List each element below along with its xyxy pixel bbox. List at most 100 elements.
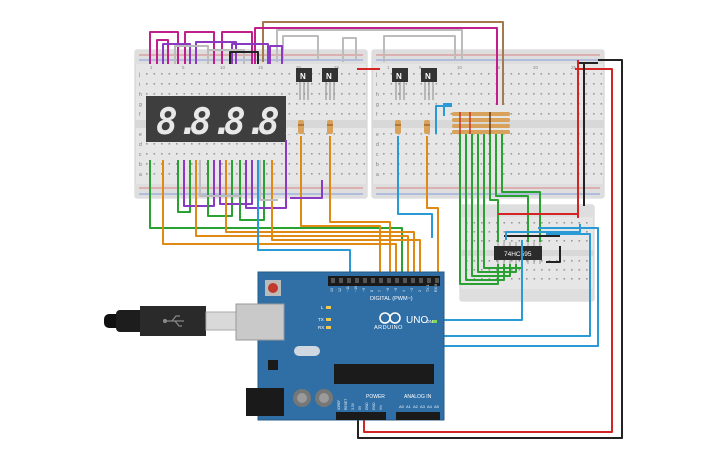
pin-label: ~10: [354, 286, 358, 292]
breadboard-hole: [570, 173, 573, 175]
breadboard-hole: [341, 173, 343, 175]
breadboard-hole: [548, 163, 550, 165]
breadboard-hole: [326, 133, 328, 135]
breadboard-hole: [413, 153, 415, 155]
breadboard-hole: [213, 83, 216, 85]
pin-label: 7: [378, 290, 382, 292]
breadboard-hole: [266, 173, 268, 175]
breadboard-hole: [288, 133, 291, 135]
column-number: 25: [571, 65, 577, 70]
breadboard-hole: [540, 103, 543, 105]
breadboard-hole: [548, 83, 550, 85]
breadboard-hole: [533, 278, 536, 280]
breadboard-hole: [541, 222, 543, 224]
wire-orange: [195, 160, 409, 276]
column-number: 25: [334, 65, 340, 70]
breadboard-hole: [341, 143, 343, 145]
breadboard-hole: [600, 113, 603, 115]
breadboard-hole: [571, 222, 573, 224]
breadboard-hole: [288, 143, 291, 145]
breadboard-hole: [420, 133, 423, 135]
digital-header: [328, 276, 440, 286]
breadboard-hole: [191, 173, 193, 175]
breadboard-hole: [563, 163, 565, 165]
breadboard-hole: [176, 173, 178, 175]
breadboard-hole: [333, 103, 336, 105]
wire-gray: [342, 37, 357, 62]
breadboard-hole: [161, 93, 163, 95]
breadboard-hole: [341, 133, 343, 135]
breadboard-hole: [570, 93, 573, 95]
led-label: L: [321, 305, 324, 310]
wire-purple: [183, 160, 215, 207]
breadboard-hole: [473, 143, 475, 145]
breadboard-hole: [303, 143, 306, 145]
breadboard-hole: [266, 153, 268, 155]
analog-pin-labels: A0 A1 A2 A3 A4 A5: [399, 404, 440, 409]
breadboard-hole: [183, 93, 186, 95]
breadboard-hole: [168, 153, 171, 155]
breadboard-hole: [556, 260, 558, 262]
breadboard-hole: [488, 93, 490, 95]
breadboard-hole: [600, 143, 603, 145]
breadboard-hole: [443, 163, 445, 165]
pin-label: A2: [413, 404, 419, 409]
breadboard-hole: [555, 143, 558, 145]
breadboard-hole: [405, 143, 408, 145]
breadboard-hole: [458, 163, 460, 165]
row-label: c: [376, 152, 379, 158]
breadboard-hole: [526, 269, 528, 271]
breadboard-hole: [496, 260, 498, 262]
breadboard-hole: [585, 163, 588, 165]
wire-red: [363, 68, 613, 433]
breadboard-hole: [405, 83, 408, 85]
breadboard-hole: [600, 173, 603, 175]
breadboard-hole: [473, 93, 475, 95]
breadboard-hole: [311, 83, 313, 85]
breadboard-hole: [571, 278, 573, 280]
breadboard-hole: [563, 269, 566, 271]
usb-port: [235, 303, 285, 341]
breadboard-hole: [450, 93, 453, 95]
resistor-vertical: [327, 120, 333, 134]
breadboard-hole: [266, 163, 268, 165]
usb-trident-icon: [162, 315, 184, 327]
breadboard-hole: [548, 93, 550, 95]
crystal: [294, 346, 320, 356]
breadboard-hole: [420, 143, 423, 145]
breadboard-hole: [578, 278, 581, 280]
breadboard-hole: [428, 113, 430, 115]
breadboard-hole: [413, 83, 415, 85]
breadboard-hole: [341, 103, 343, 105]
wire-magenta: [221, 31, 253, 64]
analog-header-label: ANALOG IN: [404, 394, 432, 400]
wire-purple: [290, 180, 323, 199]
breadboard-hole: [496, 240, 498, 242]
transistor-3: N: [392, 68, 408, 100]
breadboard-hole: [258, 73, 261, 75]
breadboard-hole: [420, 173, 423, 175]
pin-label: GND: [372, 402, 376, 410]
breadboard-hole: [443, 153, 445, 155]
breadboard-hole: [540, 163, 543, 165]
breadboard-hole: [541, 240, 543, 242]
breadboard-hole: [213, 93, 216, 95]
breadboard-hole: [281, 83, 283, 85]
wire-magenta: [184, 31, 215, 64]
breadboard-hole: [266, 93, 268, 95]
breadboard-hole: [525, 143, 528, 145]
breadboard-hole: [548, 113, 550, 115]
breadboard-hole: [191, 143, 193, 145]
breadboard-hole: [510, 163, 513, 165]
breadboard-hole: [586, 269, 588, 271]
column-number: 5: [419, 65, 422, 70]
breadboard-hole: [488, 260, 491, 262]
breadboard-hole: [296, 153, 298, 155]
breadboard-hole: [525, 103, 528, 105]
row-label: i: [139, 82, 140, 88]
breadboard-hole: [533, 163, 535, 165]
breadboard-hole: [183, 143, 186, 145]
pin-label: A0: [399, 404, 405, 409]
breadboard-hole: [443, 83, 445, 85]
row-label: j: [375, 72, 377, 78]
